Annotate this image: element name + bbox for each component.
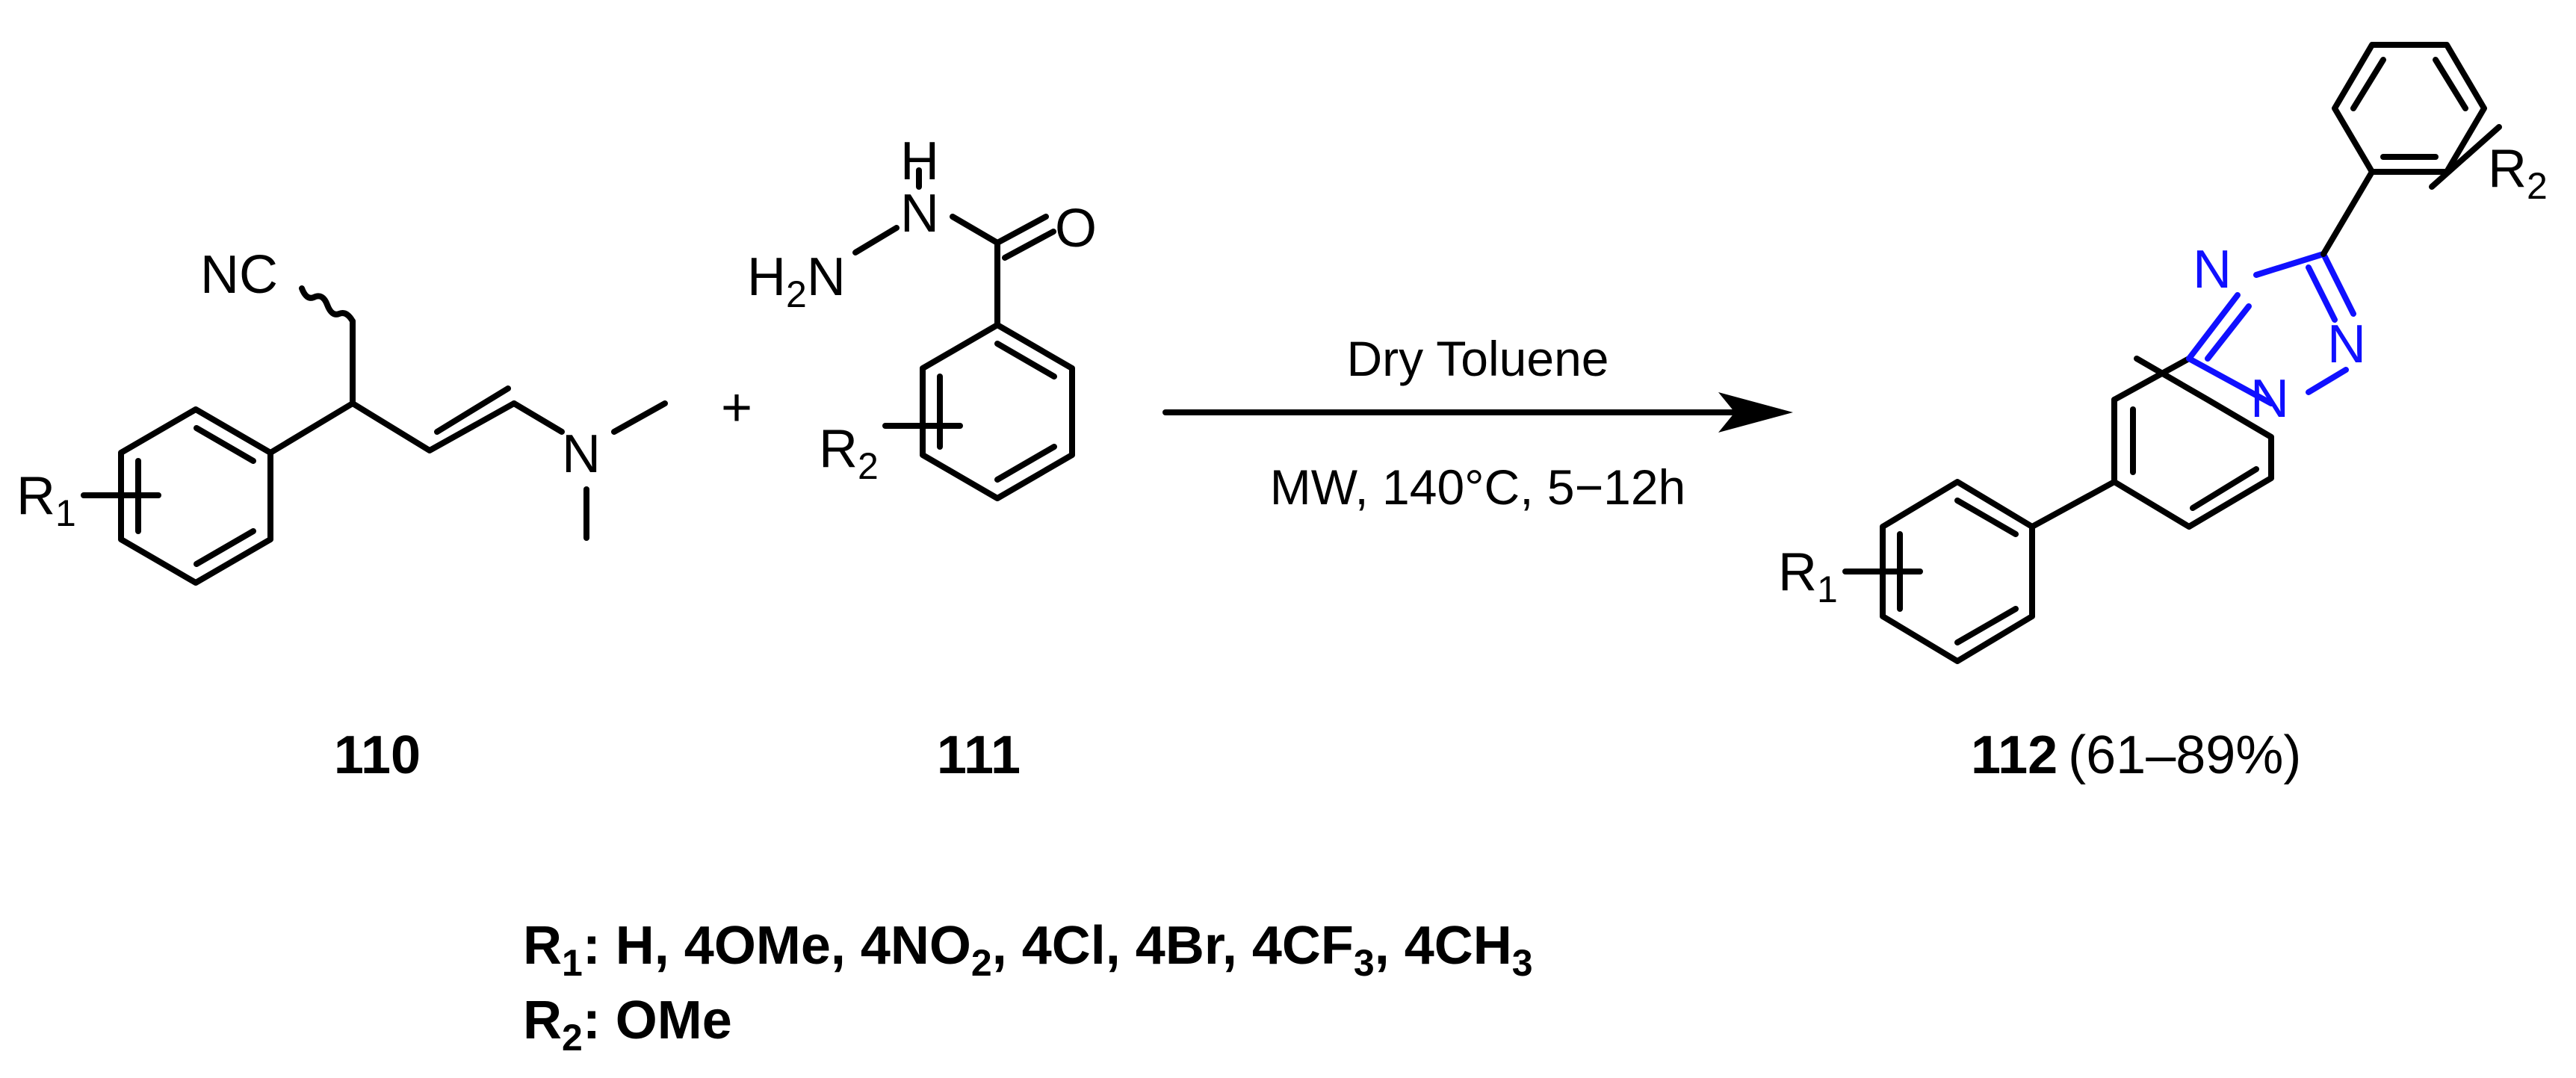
alkyl-chain (267, 400, 517, 456)
triazole-n-top: N (2193, 240, 2232, 300)
benzene-ring-111 (920, 322, 1075, 501)
wavy-bond (299, 285, 356, 324)
n-bond (511, 400, 565, 435)
triazole-n-bridge: N (2250, 369, 2289, 429)
reactant-111: R2 O N H H2N (747, 131, 1097, 501)
aromatic-double-bond (193, 425, 256, 464)
pyridine-double-bond (2190, 466, 2259, 511)
nh-h-label: H (900, 131, 939, 191)
benzene-ring-bottom (1880, 479, 2035, 664)
product-112: N N N R2 R1 (1778, 42, 2548, 664)
triazole-bond (2306, 367, 2349, 395)
fusion-bond (2111, 356, 2192, 403)
condition-above: Dry Toluene (1347, 331, 1609, 386)
arrowhead (1718, 392, 1793, 433)
aryl-link-bond (2320, 169, 2375, 257)
compound-label-112: 112(61–89%) (1971, 725, 2301, 785)
nh-n-label: N (900, 184, 939, 244)
triazole-bond (2186, 356, 2274, 406)
r1-label: R1 (16, 466, 76, 534)
r2-label: R2 (819, 419, 879, 487)
alkene-double-bond (434, 385, 511, 435)
product-r2-label: R2 (2488, 139, 2548, 207)
aromatic-double-bond (994, 341, 1057, 380)
compound-label-111: 111 (937, 725, 1021, 785)
product-r1-label: R1 (1778, 542, 1838, 610)
aromatic-double-bond (2433, 57, 2468, 111)
triazole-n-right: N (2327, 315, 2366, 374)
triazole-double-bond (2306, 264, 2338, 323)
triazole-bond (2186, 292, 2241, 362)
benzene-ring-top (2332, 42, 2487, 175)
substituent-r1-line: R1: H, 4OMe, 4NO2, 4Cl, 4Br, 4CF3, 4CH3 (523, 916, 1533, 984)
substituent-r2-line: R2: OMe (523, 991, 732, 1059)
reactant-110: R1 NC N (16, 245, 668, 586)
plus-sign: + (721, 378, 752, 438)
h2n-label: H2N (747, 247, 846, 315)
reaction-arrow: Dry Toluene MW, 140°C, 5−12h (1162, 331, 1793, 515)
triazole-bond (2253, 251, 2326, 278)
aromatic-double-bond (1954, 498, 2019, 537)
n-n-bond (852, 225, 900, 255)
amide-n-bond (950, 214, 1000, 246)
condition-below: MW, 140°C, 5−12h (1270, 459, 1686, 515)
aryl-link-bond (2029, 479, 2117, 530)
r2-attachment-bond (2429, 124, 2502, 190)
nitrile-label: NC (200, 245, 278, 305)
aromatic-double-bond (2350, 57, 2386, 111)
triazole-bond (2320, 251, 2356, 317)
carbonyl-double-bond (994, 214, 1049, 246)
oxygen-label: O (1055, 199, 1097, 258)
amine-n-label: N (562, 424, 601, 484)
triazole-double-bond (2205, 303, 2252, 362)
aromatic-double-bond (1954, 606, 2019, 645)
n-methyl-bond (611, 400, 668, 435)
aromatic-double-bond (994, 444, 1057, 483)
aromatic-double-bond (193, 528, 256, 567)
compound-label-110: 110 (334, 725, 421, 785)
carbonyl-double-bond (1002, 229, 1056, 261)
